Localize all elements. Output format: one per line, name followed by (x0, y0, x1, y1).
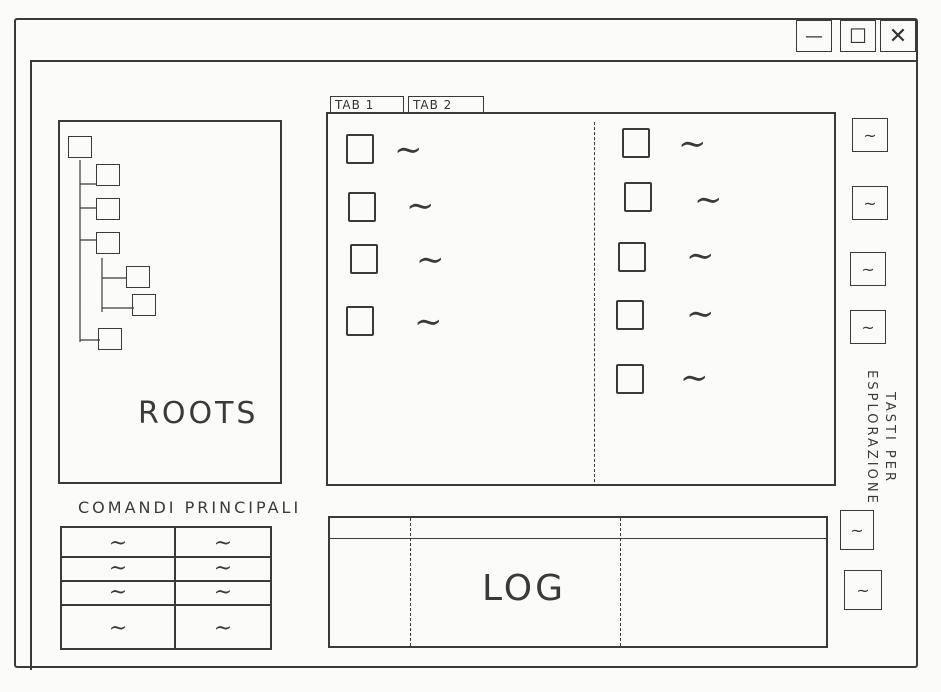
commands-col-divider (174, 528, 176, 648)
log-panel: LOG (328, 516, 828, 648)
command-cell[interactable]: ~ (108, 555, 128, 581)
option-checkbox[interactable] (350, 244, 378, 274)
tree-node[interactable] (96, 164, 120, 186)
tree-node[interactable] (96, 232, 120, 254)
command-cell[interactable]: ~ (213, 555, 233, 581)
title-bar-divider (30, 60, 918, 62)
commands-row-divider (62, 604, 270, 606)
side-annotation: TASTI PER ESPLORAZIONE (862, 358, 898, 518)
command-cell[interactable]: ~ (108, 579, 128, 605)
column-divider (594, 122, 595, 482)
commands-row-divider (62, 580, 270, 582)
tab-1[interactable]: TAB 1 (330, 96, 404, 114)
log-label: LOG (482, 568, 567, 609)
option-label: ∼ (416, 240, 445, 280)
tree-node[interactable] (98, 328, 122, 350)
close-icon: ✕ (888, 23, 908, 49)
option-label: ∼ (414, 302, 443, 342)
command-cell[interactable]: ~ (108, 530, 128, 556)
log-action-button[interactable]: ~ (840, 510, 874, 550)
tree-panel: ROOTS (58, 120, 282, 484)
tab-2[interactable]: TAB 2 (408, 96, 484, 114)
maximize-button[interactable]: ☐ (840, 20, 876, 52)
tree-node[interactable] (132, 294, 156, 316)
tree-panel-label: ROOTS (138, 396, 259, 431)
minimize-button[interactable]: — (796, 20, 832, 52)
commands-table: ~ ~ ~ ~ ~ ~ ~ ~ (60, 526, 272, 650)
maximize-icon: ☐ (849, 24, 867, 48)
commands-title: COMANDI PRINCIPALI (78, 498, 302, 517)
command-cell[interactable]: ~ (213, 579, 233, 605)
option-checkbox[interactable] (346, 306, 374, 336)
option-checkbox[interactable] (346, 134, 374, 164)
option-checkbox[interactable] (616, 300, 644, 330)
log-action-button[interactable]: ~ (844, 570, 882, 610)
option-label: ∼ (406, 186, 435, 226)
command-cell[interactable]: ~ (213, 615, 233, 641)
application-window (14, 18, 918, 668)
close-button[interactable]: ✕ (880, 20, 916, 52)
tree-connectors (79, 160, 134, 342)
command-cell[interactable]: ~ (108, 615, 128, 641)
commands-row-divider (62, 556, 270, 558)
side-annotation-line1: TASTI PER (882, 391, 897, 485)
tree-node[interactable] (126, 266, 150, 288)
explore-button[interactable]: ~ (852, 118, 888, 152)
minimize-icon: — (805, 25, 823, 47)
option-label: ∼ (686, 236, 715, 276)
tree-node[interactable] (96, 198, 120, 220)
explore-button[interactable]: ~ (850, 310, 886, 344)
option-label: ∼ (678, 124, 707, 164)
window-inner-border (30, 60, 32, 670)
tree-node[interactable] (68, 136, 92, 158)
side-annotation-line2: ESPLORAZIONE (864, 370, 879, 506)
option-checkbox[interactable] (618, 242, 646, 272)
option-checkbox[interactable] (348, 192, 376, 222)
option-label: ∼ (686, 294, 715, 334)
log-col-divider (410, 518, 411, 646)
option-checkbox[interactable] (616, 364, 644, 394)
option-checkbox[interactable] (624, 182, 652, 212)
log-header-divider (330, 538, 826, 539)
option-checkbox[interactable] (622, 128, 650, 158)
explore-button[interactable]: ~ (852, 186, 888, 220)
explore-button[interactable]: ~ (850, 252, 886, 286)
tab-content-panel: ∼ ∼ ∼ ∼ ∼ ∼ ∼ ∼ ∼ (326, 112, 836, 486)
log-col-divider (620, 518, 621, 646)
option-label: ∼ (680, 358, 709, 398)
option-label: ∼ (694, 180, 723, 220)
option-label: ∼ (394, 130, 423, 170)
command-cell[interactable]: ~ (213, 530, 233, 556)
